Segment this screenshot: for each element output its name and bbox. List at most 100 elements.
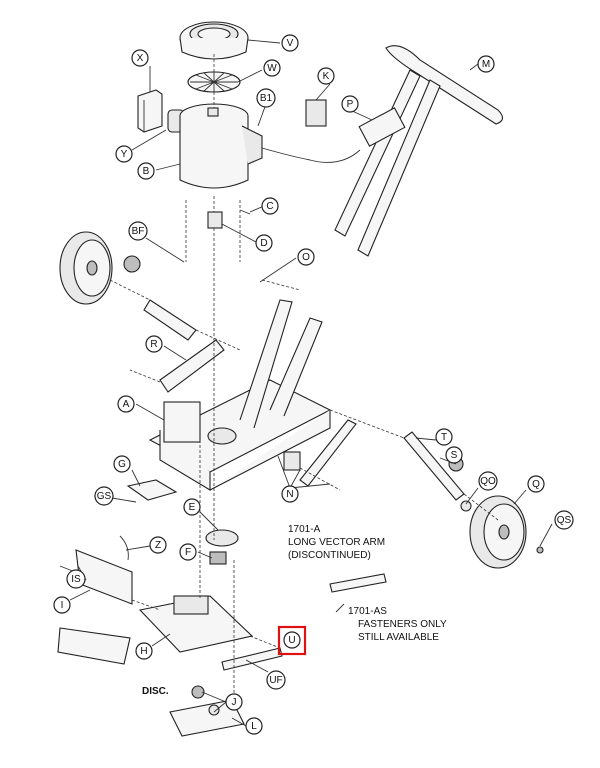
callout-label: Y xyxy=(121,149,128,160)
callout-is: IS xyxy=(66,569,86,589)
callout-gs: GS xyxy=(94,486,114,506)
callout-u: U xyxy=(283,631,301,649)
arm-note-line3: (DISCONTINUED) xyxy=(288,550,371,561)
callout-w: W xyxy=(263,59,281,77)
callout-label: V xyxy=(287,38,294,49)
callout-label: J xyxy=(232,697,237,708)
callout-circle xyxy=(255,234,273,252)
callout-circle xyxy=(137,162,155,180)
callout-label: R xyxy=(150,339,157,350)
coupling-part xyxy=(207,211,223,229)
callout-p: P xyxy=(341,95,359,113)
callout-x: X xyxy=(131,49,149,67)
callout-uf: UF xyxy=(266,670,286,690)
frame-part xyxy=(143,299,357,491)
disc-label: DISC. xyxy=(142,686,169,697)
callout-circle xyxy=(263,59,281,77)
callout-circle xyxy=(554,510,574,530)
callout-circle xyxy=(115,145,133,163)
callout-i: I xyxy=(53,596,71,614)
callout-circle xyxy=(256,88,276,108)
callout-label: QS xyxy=(557,515,572,526)
callout-label: L xyxy=(251,721,257,732)
fasteners-note-title: 1701-AS xyxy=(348,606,387,617)
callout-r: R xyxy=(145,335,163,353)
callout-circle xyxy=(477,55,495,73)
callout-e: E xyxy=(183,498,201,516)
callout-label: I xyxy=(61,600,64,611)
motor-cover-part xyxy=(179,21,249,60)
fasteners-note-line2: FASTENERS ONLY xyxy=(358,619,447,630)
drive-assembly-part xyxy=(205,529,239,565)
callout-b1: B1 xyxy=(256,88,276,108)
fasteners-note: 1701-AS FASTENERS ONLY STILL AVAILABLE xyxy=(348,606,447,643)
right-wheel-part xyxy=(403,431,544,569)
callout-circle xyxy=(145,335,163,353)
callout-circle xyxy=(135,642,153,660)
callout-g: G xyxy=(113,455,131,473)
callout-label: H xyxy=(140,646,147,657)
callout-circle xyxy=(117,395,135,413)
callout-a: A xyxy=(117,395,135,413)
motor-part xyxy=(179,103,361,189)
callout-circle xyxy=(283,631,301,649)
callout-o: O xyxy=(297,248,315,266)
callout-label: O xyxy=(302,252,310,263)
callout-circle xyxy=(445,446,463,464)
callout-z: Z xyxy=(149,536,167,554)
callout-circle xyxy=(113,455,131,473)
callout-label: S xyxy=(451,450,458,461)
callout-y: Y xyxy=(115,145,133,163)
callout-label: U xyxy=(288,635,295,646)
callout-label: C xyxy=(266,201,273,212)
callout-circle xyxy=(66,569,86,589)
callout-label: Q xyxy=(532,479,540,490)
callout-label: D xyxy=(260,238,267,249)
callout-label: IS xyxy=(71,574,81,585)
callout-label: N xyxy=(286,489,293,500)
callout-circle xyxy=(94,486,114,506)
arm-note-title: 1701-A xyxy=(288,524,321,535)
fasteners-note-line3: STILL AVAILABLE xyxy=(358,632,439,643)
callout-label: X xyxy=(137,53,144,64)
handle-part xyxy=(334,45,504,257)
callout-label: G xyxy=(118,459,126,470)
callout-f: F xyxy=(179,543,197,561)
callout-label: GS xyxy=(97,491,112,502)
callout-bf: BF xyxy=(128,221,148,241)
i-bracket-part xyxy=(59,535,133,605)
callout-label: M xyxy=(482,59,490,70)
callout-circle xyxy=(53,596,71,614)
callout-label: B xyxy=(143,166,150,177)
switch-part xyxy=(305,99,406,147)
leader-lines xyxy=(69,39,553,727)
callout-b: B xyxy=(137,162,155,180)
callout-circle xyxy=(435,428,453,446)
callout-s: S xyxy=(445,446,463,464)
capacitor-box-part xyxy=(137,89,185,133)
callout-c: C xyxy=(261,197,279,215)
callout-circle xyxy=(261,197,279,215)
vector-arm-part xyxy=(221,573,387,671)
arm-note: 1701-A LONG VECTOR ARM (DISCONTINUED) xyxy=(288,524,385,561)
arm-note-line2: LONG VECTOR ARM xyxy=(288,537,385,548)
callout-label: QO xyxy=(480,476,496,487)
callout-n: N xyxy=(281,485,299,503)
g-bracket-part xyxy=(126,479,178,501)
callout-label: P xyxy=(347,99,354,110)
fan-part xyxy=(187,71,241,93)
callout-circle xyxy=(281,485,299,503)
callout-circle xyxy=(281,34,299,52)
callout-d: D xyxy=(255,234,273,252)
callout-label: F xyxy=(185,547,191,558)
callout-h: H xyxy=(135,642,153,660)
callout-circle xyxy=(179,543,197,561)
callout-q: Q xyxy=(527,475,545,493)
callout-circle xyxy=(183,498,201,516)
callout-m: M xyxy=(477,55,495,73)
callout-circle xyxy=(225,693,243,711)
callout-circle xyxy=(131,49,149,67)
callout-circle xyxy=(478,471,498,491)
callout-label: A xyxy=(123,399,130,410)
callout-circle xyxy=(149,536,167,554)
